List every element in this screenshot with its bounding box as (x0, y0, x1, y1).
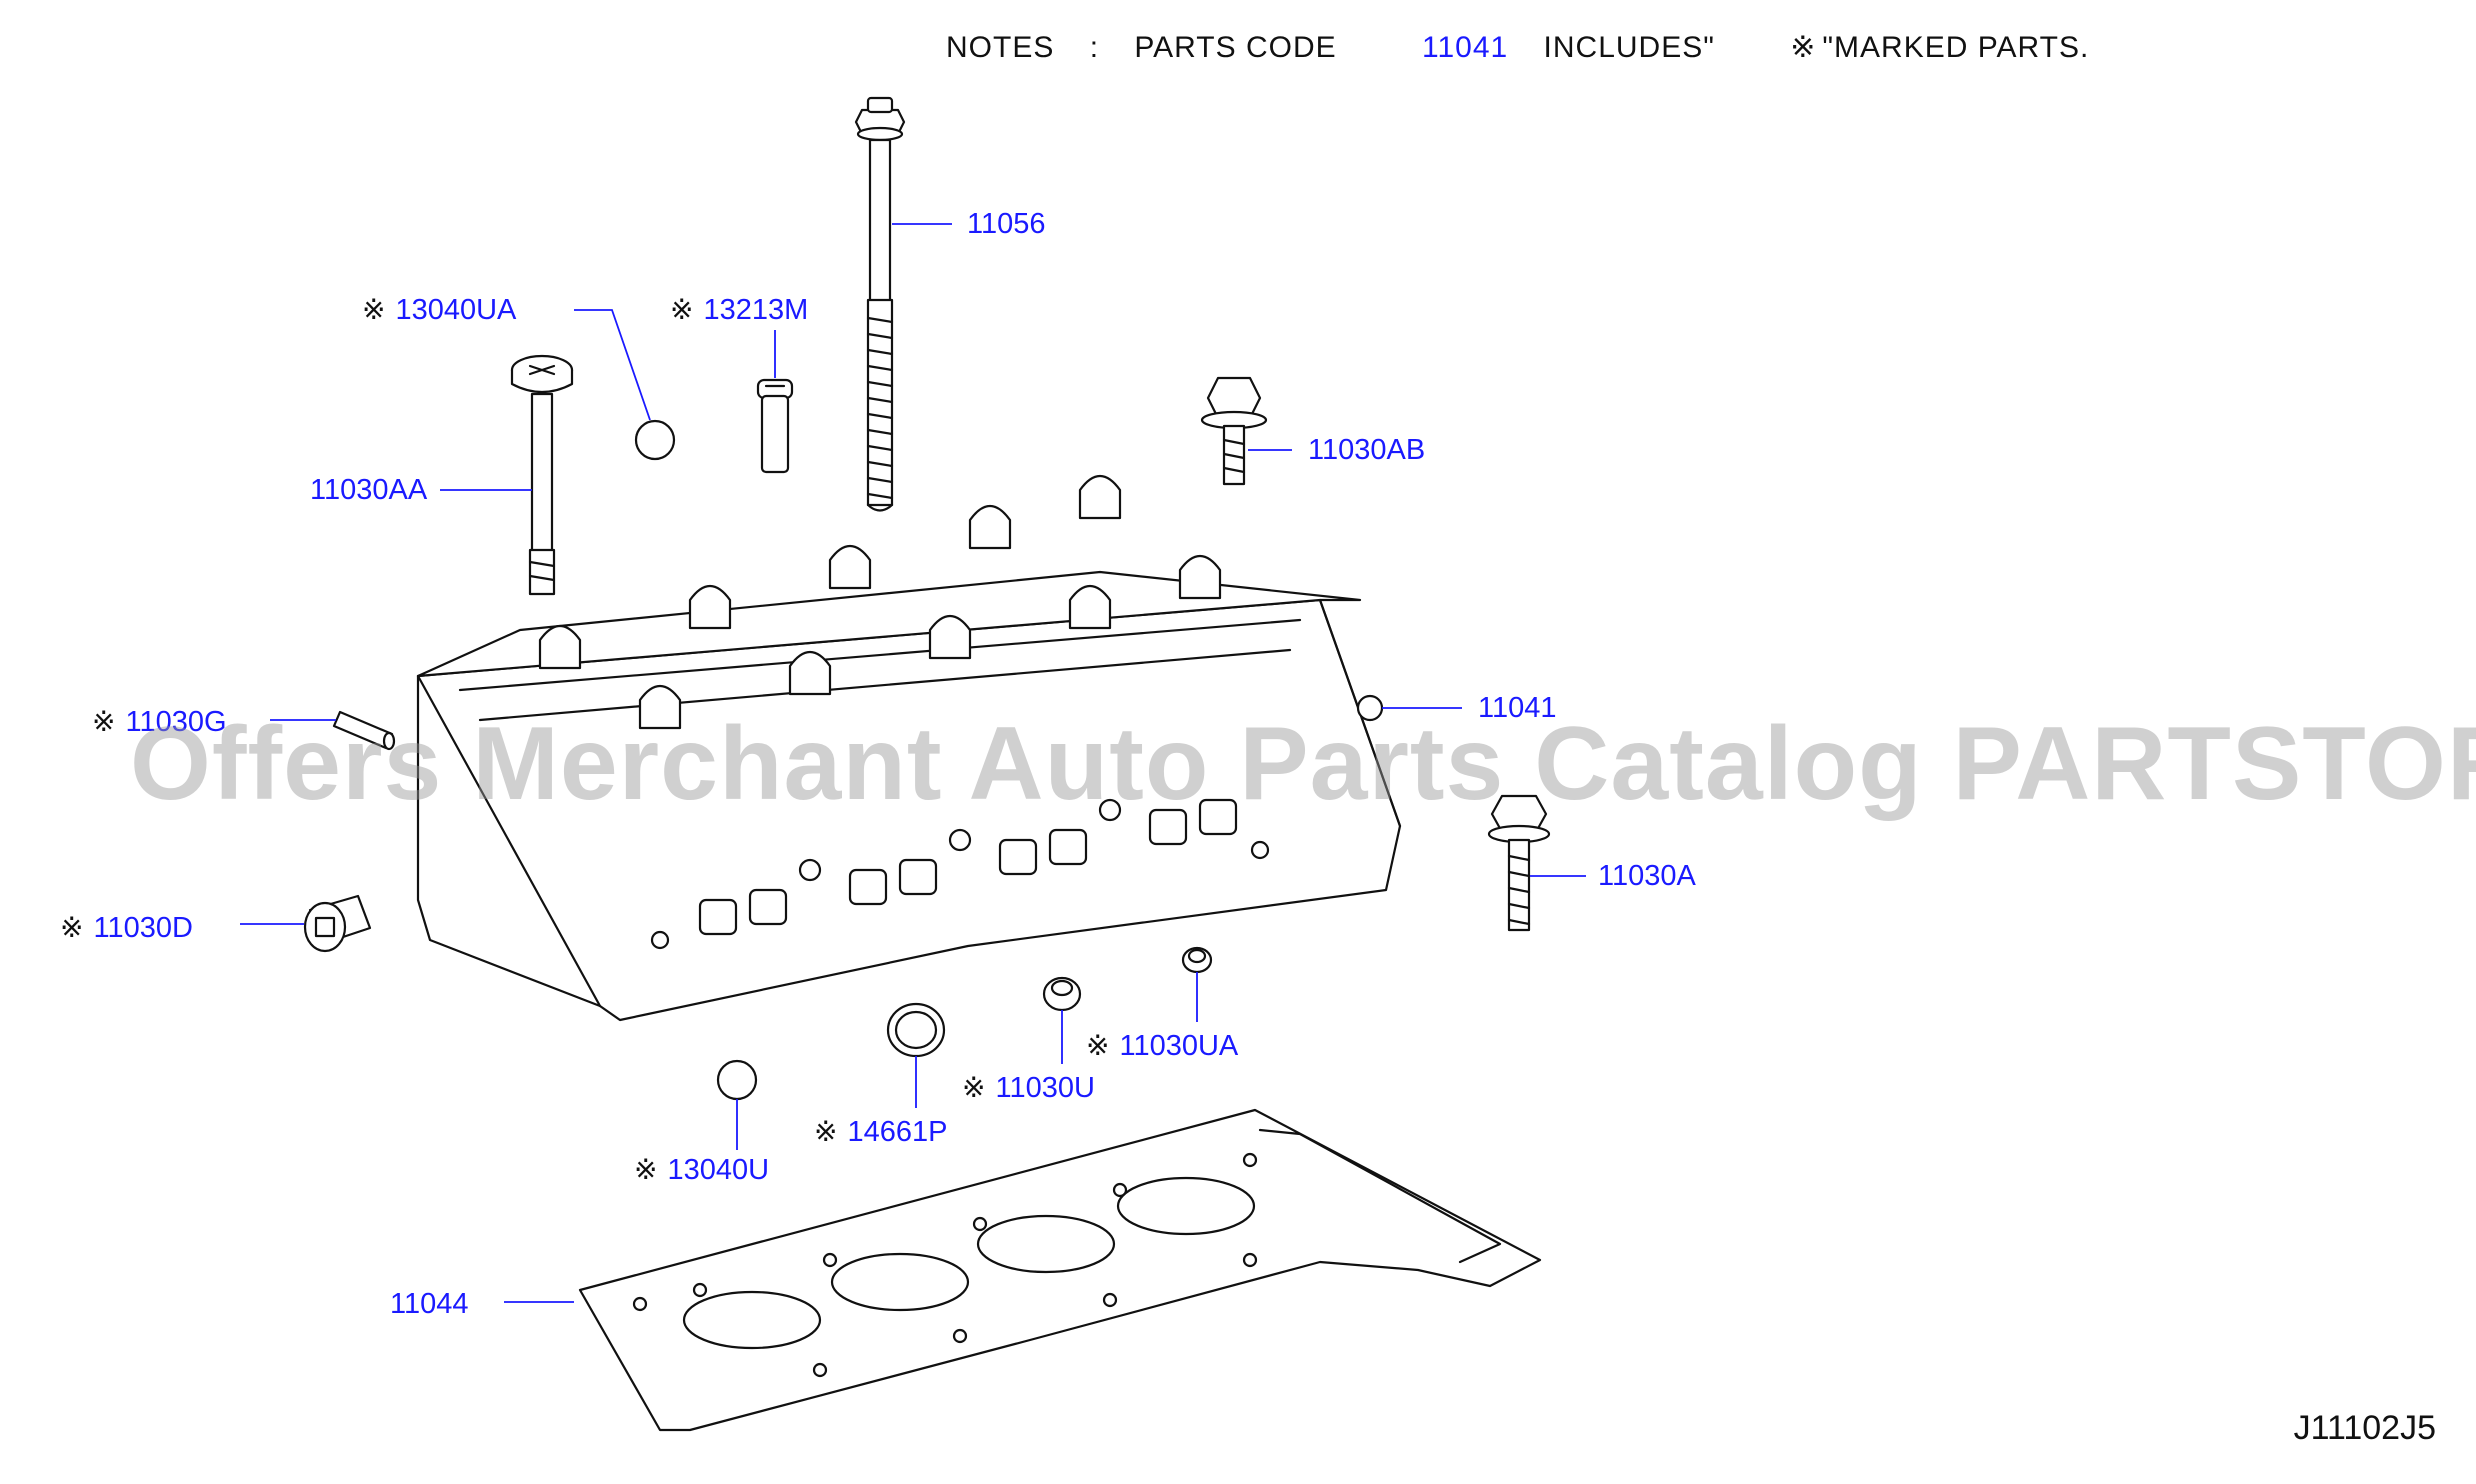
label-11030ab[interactable]: 11030AB (1308, 436, 1425, 465)
part-13040u-ball[interactable] (718, 1061, 756, 1099)
mark-symbol: ※ (962, 1072, 986, 1103)
leader-lines (240, 224, 1586, 1302)
label-text: 13040UA (395, 294, 517, 326)
label-text: 11056 (967, 208, 1046, 240)
label-text: 13213M (703, 294, 809, 326)
label-11030a[interactable]: 11030A (1598, 862, 1696, 891)
mark-symbol: ※ (60, 912, 84, 943)
notes-includes: INCLUDES" (1543, 31, 1715, 64)
part-11056-head-bolt[interactable] (856, 98, 904, 511)
part-14661p-seal[interactable] (888, 1004, 944, 1056)
notes-colon: : (1089, 31, 1100, 64)
label-text: 11030AA (310, 474, 428, 506)
notes-code[interactable]: 11041 (1422, 31, 1509, 64)
label-text: 11030G (125, 706, 227, 738)
part-11044-head-gasket[interactable] (580, 1110, 1540, 1430)
label-11030ua[interactable]: ※ 11030UA (1086, 1032, 1238, 1061)
part-11030a-bolt[interactable] (1489, 796, 1549, 930)
label-text: 11030D (93, 912, 193, 944)
part-11030d-plug[interactable] (305, 896, 370, 951)
label-14661p[interactable]: ※ 14661P (814, 1118, 947, 1147)
mark-symbol: ※ (362, 294, 386, 325)
label-11030aa[interactable]: 11030AA (310, 476, 427, 505)
label-text: 11044 (390, 1288, 469, 1320)
label-11030d[interactable]: ※ 11030D (60, 914, 193, 943)
label-text: 11030U (995, 1072, 1095, 1104)
notes-prefix: NOTES (946, 31, 1055, 64)
label-text: 11030AB (1308, 434, 1426, 466)
mark-symbol: ※ (1086, 1030, 1110, 1061)
mark-symbol: ※ (814, 1116, 838, 1147)
notes-parts-code: PARTS CODE (1134, 31, 1337, 64)
mark-symbol: ※ (634, 1154, 658, 1185)
part-11030aa-bolt[interactable] (512, 356, 572, 594)
part-11030ua-collar[interactable] (1183, 948, 1211, 972)
label-11056[interactable]: 11056 (967, 210, 1046, 239)
part-11030g-dowel-pin[interactable] (334, 712, 394, 749)
label-11044[interactable]: 11044 (390, 1290, 469, 1319)
label-text: 11030A (1598, 860, 1696, 892)
notes-mark: ※ (1790, 31, 1817, 64)
part-11041-cylinder-head[interactable] (418, 476, 1400, 1020)
label-13040u[interactable]: ※ 13040U (634, 1156, 769, 1185)
label-13213m[interactable]: ※ 13213M (670, 296, 808, 325)
label-text: 14661P (847, 1116, 948, 1148)
mark-symbol: ※ (670, 294, 694, 325)
label-text: 11030UA (1119, 1030, 1239, 1062)
watermark: Offers Merchant Auto Parts Catalog PARTS… (130, 706, 2476, 822)
part-11030ab-bolt[interactable] (1202, 378, 1266, 484)
part-13040ua-ball[interactable] (636, 421, 674, 459)
mark-symbol: ※ (92, 706, 116, 737)
label-11030u[interactable]: ※ 11030U (962, 1074, 1095, 1103)
part-11030u-collar[interactable] (1044, 978, 1080, 1010)
label-11030g[interactable]: ※ 11030G (92, 708, 227, 737)
part-13213m-sleeve[interactable] (758, 380, 792, 472)
notes-marked: "MARKED PARTS. (1822, 31, 2090, 64)
notes-header: NOTES : PARTS CODE 11041 INCLUDES" ※"MAR… (946, 30, 2115, 65)
diagram-code: J11102J5 (2293, 1409, 2436, 1447)
label-13040ua[interactable]: ※ 13040UA (362, 296, 516, 325)
label-text: 11041 (1478, 692, 1557, 724)
label-text: 13040U (667, 1154, 770, 1186)
label-11041[interactable]: 11041 (1478, 694, 1557, 723)
